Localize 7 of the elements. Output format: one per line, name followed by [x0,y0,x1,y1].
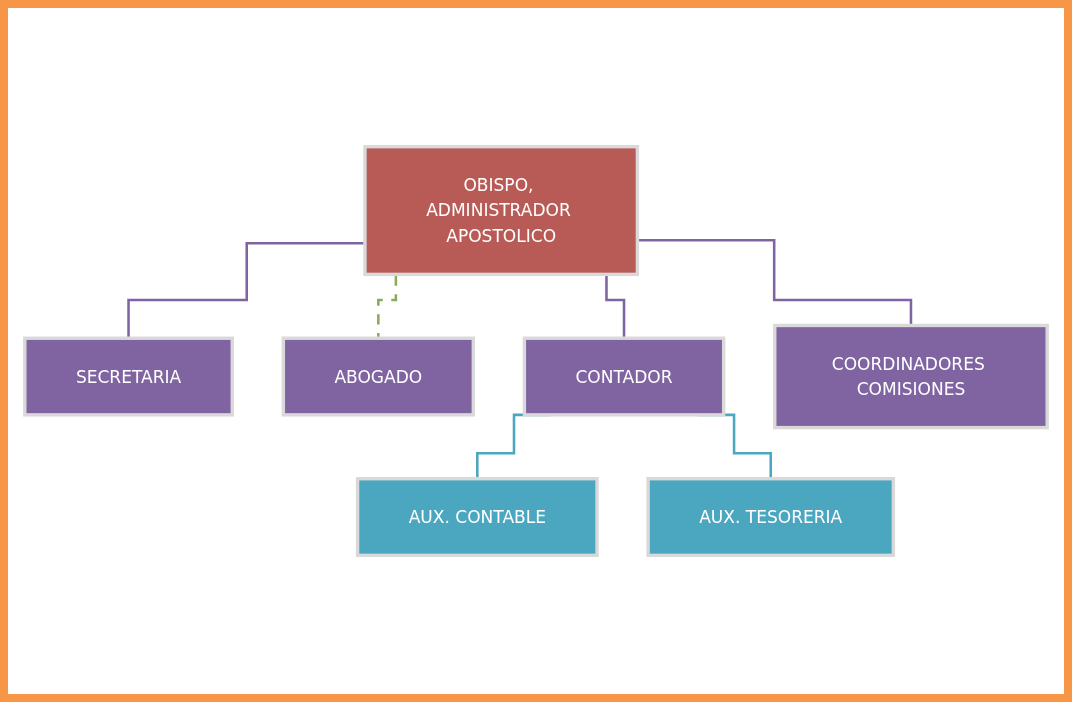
node-box: CONTADOR [522,336,726,417]
node-box: ABOGADO [281,336,475,417]
node-box: AUX. CONTABLE [355,477,599,558]
node-box: SECRETARIA [23,336,234,417]
node-box: AUX. TESORERIA [646,477,896,558]
node-box: COORDINADORES COMISIONES [773,323,1049,430]
node-box: OBISPO, ADMINISTRADOR APOSTOLICO [363,144,640,277]
